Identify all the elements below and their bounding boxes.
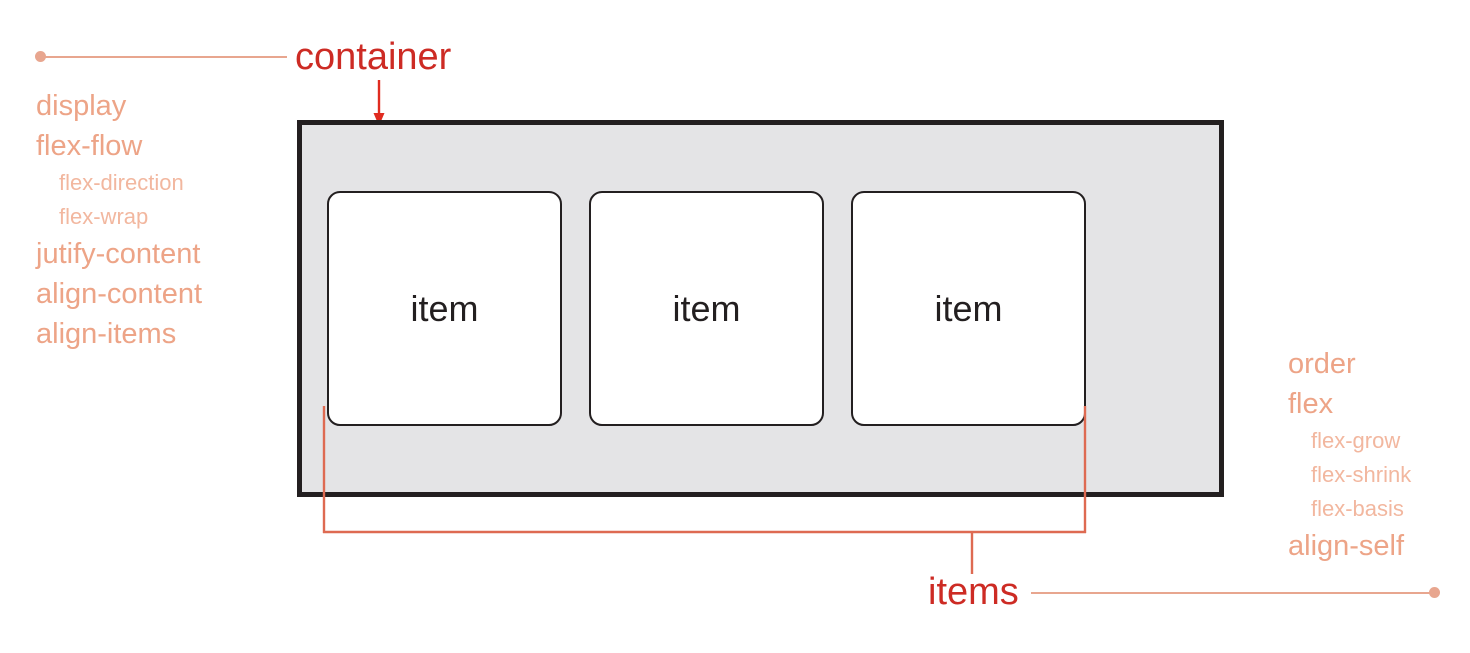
property-display: display <box>36 90 127 122</box>
flex-item-2: item <box>589 191 824 426</box>
items-leader-dot <box>1429 587 1440 598</box>
flex-item-1: item <box>327 191 562 426</box>
flex-item-2-label: item <box>672 287 741 329</box>
property-flex-grow: flex-grow <box>1311 428 1401 453</box>
items-bracket <box>322 406 1087 574</box>
item-property-list: order flex flex-grow flex-shrink flex-ba… <box>1288 344 1411 566</box>
flex-container-box: item item item <box>297 120 1224 497</box>
property-flex: flex <box>1288 388 1334 420</box>
items-leader-line <box>1031 592 1433 594</box>
property-order: order <box>1288 348 1356 380</box>
flex-item-1-label: item <box>410 287 479 329</box>
container-leader-dot <box>35 51 46 62</box>
container-pointer-arrow-icon <box>373 80 385 126</box>
items-label: items <box>928 571 1019 613</box>
flex-item-3-label: item <box>934 287 1003 329</box>
container-property-list: display flex-flow flex-direction flex-wr… <box>36 86 202 354</box>
container-leader-line <box>44 56 287 58</box>
property-flex-basis: flex-basis <box>1311 496 1404 521</box>
property-align-items: align-items <box>36 318 177 350</box>
flex-item-3: item <box>851 191 1086 426</box>
property-flex-direction: flex-direction <box>59 170 184 195</box>
property-flex-wrap: flex-wrap <box>59 204 149 229</box>
property-flex-shrink: flex-shrink <box>1311 462 1412 487</box>
property-flex-flow: flex-flow <box>36 130 143 162</box>
container-label: container <box>295 36 452 78</box>
property-align-content: align-content <box>36 278 203 310</box>
property-justify-content: jutify-content <box>36 238 201 270</box>
property-align-self: align-self <box>1288 530 1405 562</box>
